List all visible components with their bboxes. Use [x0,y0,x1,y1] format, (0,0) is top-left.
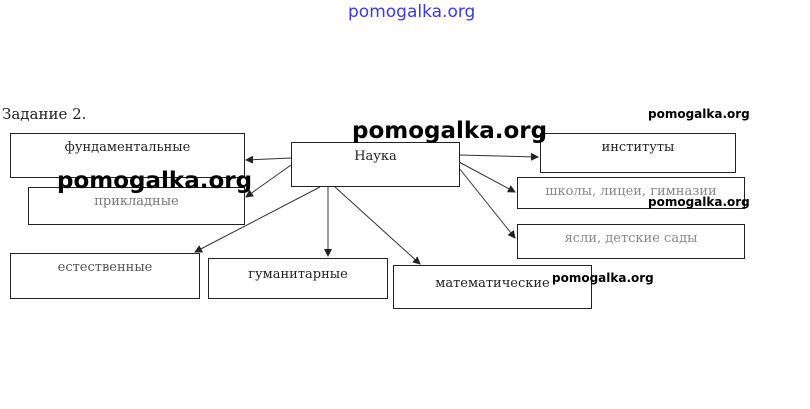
arrow-to-schools [458,161,516,193]
arrow-to-institutes [458,152,539,161]
arrow-to-math [334,186,421,265]
node-fundamental: фундаментальные [10,133,245,178]
watermark-left: pomogalka.org [57,168,253,194]
node-humanities: гуманитарные [208,258,388,299]
node-institutes: институты [540,133,736,173]
arrow-to-applied [245,164,292,198]
watermark-top[interactable]: pomogalka.org [348,2,476,22]
node-schools: школы, лицеи, гимназии [517,177,745,209]
arrow-to-natural [194,186,321,253]
watermark-right-mid: pomogalka.org [648,195,750,209]
node-root: Наука [291,142,460,187]
watermark-right-bottom: pomogalka.org [552,271,654,285]
watermark-right-top: pomogalka.org [648,107,750,121]
node-natural: естественные [10,253,200,299]
node-math: математические [393,265,592,309]
node-applied: прикладные [28,187,245,225]
watermark-center: pomogalka.org [352,118,548,144]
node-kindergartens: ясли, детские сады [517,224,745,259]
arrow-to-fundamental [245,155,292,164]
task-label: Задание 2. [2,105,87,123]
arrow-to-kindergartens [458,167,516,239]
